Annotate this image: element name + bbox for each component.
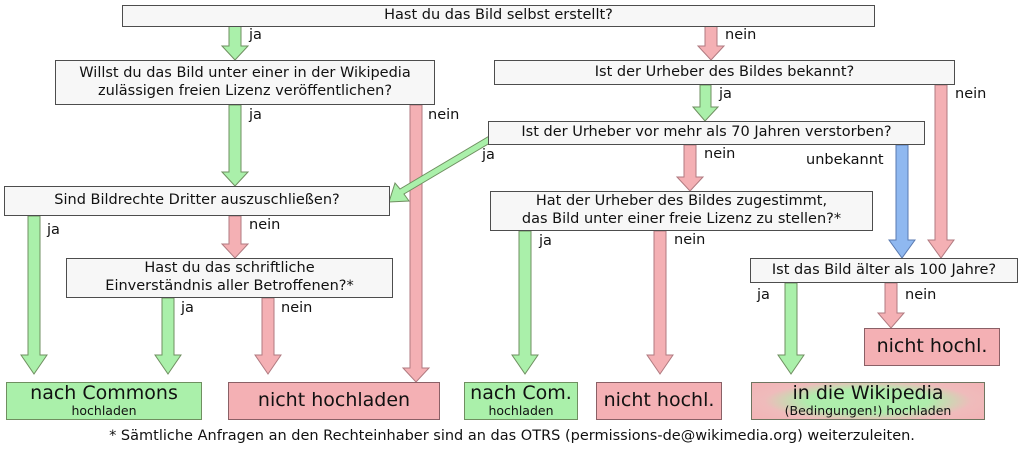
node-question-author-70-years[interactable]: Ist der Urheber vor mehr als 70 Jahren v…	[488, 121, 925, 145]
edge-label-free-license-no: nein	[428, 107, 460, 123]
terminal-upload-to-commons-short[interactable]: nach Com. hochladen	[464, 382, 578, 420]
edge-label-author-consent-no: nein	[674, 232, 706, 248]
node-question-written-consent[interactable]: Hast du das schriftliche Einverständnis …	[66, 258, 393, 298]
arrow-author-70y-yes	[388, 127, 501, 203]
terminal-primary-label: nicht hochladen	[257, 389, 411, 412]
edge-label-self-created-no: nein	[725, 27, 757, 43]
terminal-do-not-upload-3[interactable]: nicht hochl.	[864, 328, 1000, 366]
terminal-secondary-label: (Bedingungen!) hochladen	[784, 403, 952, 419]
arrow-third-party-no	[220, 215, 250, 259]
edge-label-older-100-years-no: nein	[905, 287, 937, 303]
edge-label-author-known-no: nein	[955, 86, 987, 102]
arrow-author-known-no	[927, 84, 955, 259]
terminal-do-not-upload-1[interactable]: nicht hochladen	[228, 382, 440, 420]
arrow-older-100y-no	[876, 282, 906, 329]
edge-label-written-consent-yes: ja	[181, 300, 194, 316]
arrow-author-70y-no	[675, 144, 705, 192]
arrow-free-license-yes	[220, 104, 250, 187]
arrow-author-70y-unknown	[888, 144, 916, 259]
arrow-older-100y-yes	[777, 282, 805, 375]
node-question-author-consent[interactable]: Hat der Urheber des Bildes zugestimmt, d…	[490, 191, 873, 231]
edge-label-author-70-years-unknown: unbekannt	[806, 152, 884, 168]
edge-label-self-created-yes: ja	[249, 27, 262, 43]
terminal-upload-to-commons[interactable]: nach Commons hochladen	[6, 382, 202, 420]
terminal-do-not-upload-2[interactable]: nicht hochl.	[596, 382, 722, 420]
terminal-secondary-label: hochladen	[488, 403, 554, 419]
edge-label-author-known-yes: ja	[719, 86, 732, 102]
terminal-primary-label: in die Wikipedia	[792, 382, 944, 405]
node-question-author-known[interactable]: Ist der Urheber des Bildes bekannt?	[494, 60, 955, 85]
edge-label-older-100-years-yes: ja	[757, 287, 770, 303]
arrow-written-consent-yes	[154, 297, 182, 375]
arrow-written-consent-no	[254, 297, 282, 375]
edge-label-written-consent-no: nein	[281, 300, 313, 316]
terminal-primary-label: nicht hochl.	[876, 335, 988, 358]
arrow-third-party-yes	[20, 215, 48, 375]
arrow-author-known-yes	[691, 84, 720, 122]
footnote-otrs: * Sämtliche Anfragen an den Rechteinhabe…	[109, 428, 915, 444]
edge-label-author-consent-yes: ja	[539, 233, 552, 249]
edge-label-author-70-years-no: nein	[704, 146, 736, 162]
arrow-self-created-yes	[220, 25, 250, 61]
edge-label-third-party-yes: ja	[47, 222, 60, 238]
edge-label-author-70-years-yes: ja	[482, 147, 495, 163]
arrow-free-license-no	[401, 104, 431, 383]
node-question-self-created[interactable]: Hast du das Bild selbst erstellt?	[122, 5, 875, 27]
node-question-older-100-years[interactable]: Ist das Bild älter als 100 Jahre?	[750, 258, 1018, 283]
node-question-third-party-rights[interactable]: Sind Bildrechte Dritter auszuschließen?	[4, 186, 390, 216]
edge-label-third-party-no: nein	[249, 217, 281, 233]
terminal-primary-label: nach Commons	[30, 382, 178, 405]
node-question-free-license[interactable]: Willst du das Bild unter einer in der Wi…	[55, 60, 435, 105]
terminal-upload-to-wikipedia[interactable]: in die Wikipedia (Bedingungen!) hochlade…	[751, 382, 985, 420]
arrow-author-consent-yes	[511, 230, 539, 375]
arrow-author-consent-no	[646, 230, 674, 375]
terminal-primary-label: nach Com.	[470, 382, 572, 405]
arrow-self-created-no	[696, 25, 726, 61]
edge-label-free-license-yes: ja	[249, 107, 262, 123]
terminal-secondary-label: hochladen	[71, 403, 137, 419]
terminal-primary-label: nicht hochl.	[603, 389, 715, 412]
